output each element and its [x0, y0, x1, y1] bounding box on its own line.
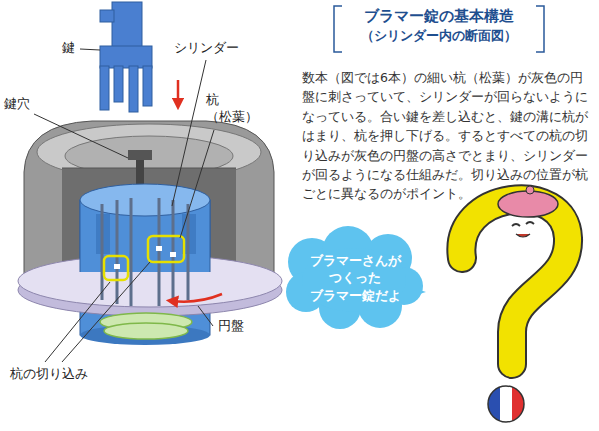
part-label: 杭 （松葉）: [206, 92, 268, 126]
pin-notches: [114, 246, 176, 269]
key: [100, 10, 114, 22]
flag-ball: [488, 386, 524, 422]
pin-notches: [156, 246, 162, 251]
rotation-arrow: [172, 294, 222, 302]
question-character: [461, 186, 568, 364]
title-bracket: [334, 6, 342, 52]
description: 数本（図では6本）の細い杭（松葉）が灰色の円盤に刺さっていて、シリンダーが回らな…: [302, 68, 594, 204]
leader-line: [34, 49, 214, 362]
pin-notches: [114, 264, 120, 269]
question-character: [526, 186, 534, 194]
key: [114, 66, 123, 102]
part-label: 鍵穴: [4, 96, 30, 113]
leader-line: [80, 49, 100, 50]
pin-notches: [170, 252, 176, 257]
pins: [102, 198, 188, 306]
leader-line: [62, 262, 150, 362]
cylinder-upper: [80, 184, 210, 216]
question-character: [461, 199, 568, 364]
pins: [101, 204, 104, 300]
key: [100, 66, 109, 110]
part-label: 鍵: [62, 40, 75, 57]
cloud-shape: [302, 248, 406, 312]
rings: [104, 323, 188, 339]
leader-line: [172, 60, 206, 206]
title-bracket: [334, 6, 544, 52]
pins: [130, 198, 133, 306]
heading: ブラマー錠の基本構造: [338, 7, 540, 27]
question-character: [461, 199, 568, 364]
title-bracket: [536, 6, 544, 52]
key: [129, 66, 138, 112]
question-character: [498, 191, 558, 217]
part-label: 杭の切り込み: [10, 366, 88, 383]
part-label: 円盤: [218, 318, 244, 335]
lock-housing: [62, 168, 236, 169]
leader-line: [180, 130, 214, 238]
leader-line: [45, 282, 110, 362]
question-character: [512, 224, 520, 226]
speech-cloud: ブラマーさんが つくった ブラマー錠だよ: [282, 226, 428, 330]
question-character: [526, 222, 534, 224]
leader-line: [198, 306, 213, 326]
cylinder-upper: [80, 184, 210, 272]
key: [112, 2, 142, 50]
leader-line: [34, 114, 128, 158]
pins: [187, 204, 190, 300]
key: [100, 46, 152, 68]
notch-highlight: [104, 256, 128, 280]
key: [100, 2, 152, 112]
question-character: [516, 234, 530, 237]
flag-ball: [488, 386, 524, 422]
pins: [116, 200, 119, 304]
rings: [100, 313, 192, 339]
flag-ball: [488, 386, 524, 422]
insert-arrow: [177, 80, 180, 104]
subheading: （シリンダー内の断面図）: [338, 28, 540, 45]
notch-highlight: [148, 236, 184, 262]
pins: [158, 198, 161, 306]
flag-ball: [500, 386, 512, 422]
keyhole: [128, 150, 152, 160]
part-label: シリンダー: [174, 40, 239, 57]
speech-text: ブラマーさんが つくった ブラマー錠だよ: [303, 252, 407, 305]
notch-highlight: [104, 236, 184, 280]
key: [143, 66, 152, 106]
